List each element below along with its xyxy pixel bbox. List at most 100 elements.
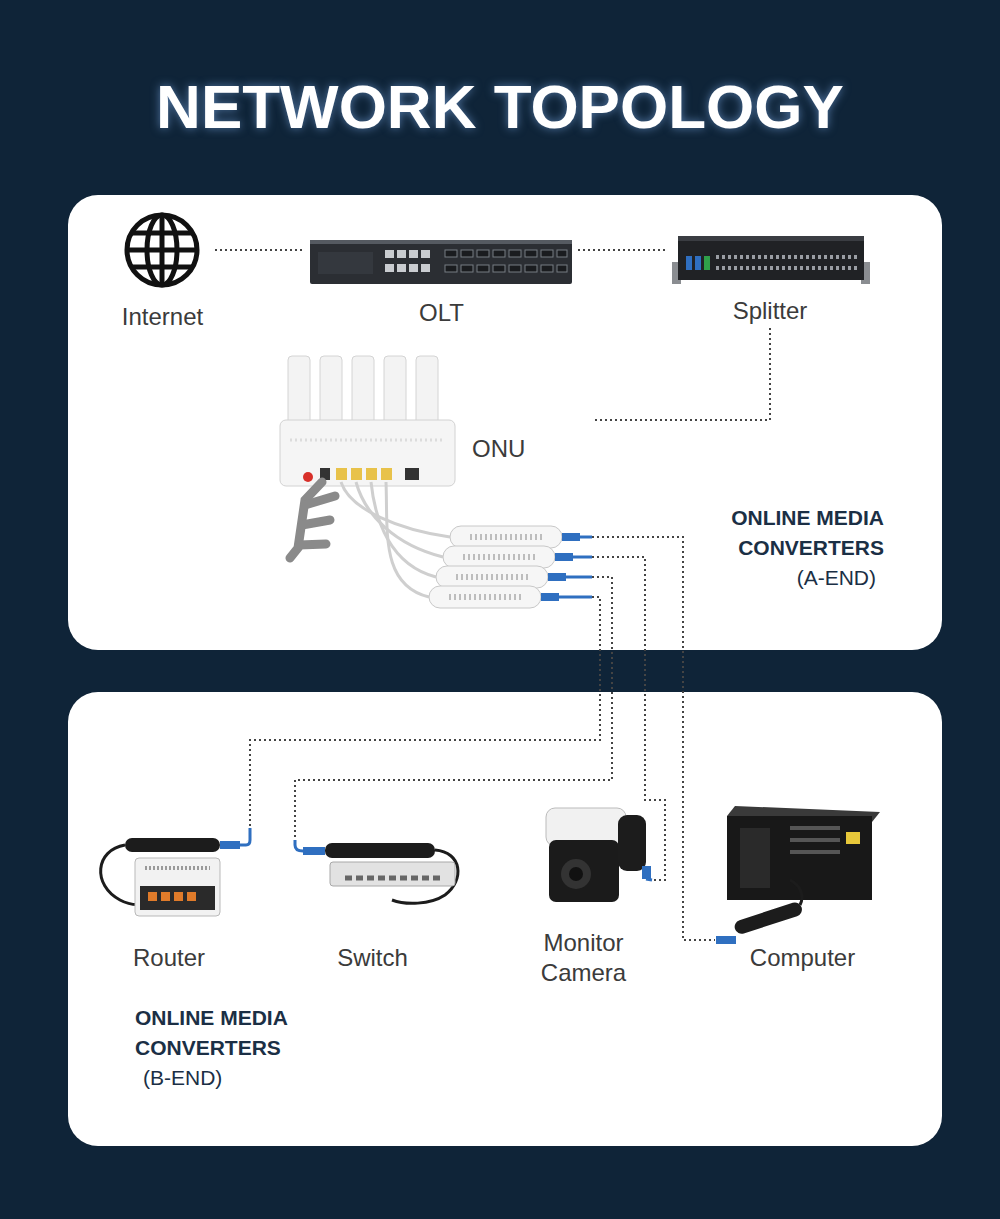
computer-device-part: [727, 816, 872, 900]
device-label: Splitter: [733, 296, 808, 326]
fiber-link: [592, 557, 665, 880]
globe-icon-part: [147, 215, 177, 285]
computer-device-part: [733, 901, 804, 936]
globe-icon-part: [127, 248, 197, 253]
olt-chassis-part-part: [541, 250, 553, 257]
media-converter-a: [429, 526, 592, 608]
computer-device-part: [790, 880, 802, 905]
olt-chassis-part-part: [385, 250, 394, 258]
fiber-link: [592, 537, 715, 940]
computer-device-part: [727, 806, 880, 822]
router-device: [101, 828, 250, 916]
olt-chassis-part-part: [409, 264, 418, 272]
olt-chassis-part: [310, 240, 572, 284]
olt-chassis-part-part: [445, 265, 457, 272]
device-label: ONU: [472, 434, 525, 464]
olt-chassis-part-part: [397, 250, 406, 258]
patch-cable-part: [386, 482, 429, 597]
power-cable-part: [290, 482, 322, 558]
router-device-part: [220, 841, 240, 849]
router-device-part: [148, 892, 157, 901]
group-heading: ONLINE MEDIA CONVERTERS: [690, 503, 884, 563]
computer-device-part: [790, 850, 840, 854]
media-converter-a-part: [436, 566, 548, 588]
power-cable: [290, 482, 335, 558]
device-node: Splitter: [668, 228, 872, 328]
olt-chassis-part-part: [541, 265, 553, 272]
patch-cable-part: [356, 482, 443, 557]
splitter-rack-part: [678, 236, 864, 280]
splitter-rack-part: [861, 262, 870, 284]
olt-chassis-part-part: [421, 264, 430, 272]
power-cable-part: [299, 544, 326, 545]
patch-cable: [341, 482, 450, 597]
computer-device-part: [846, 832, 860, 844]
splitter-rack-part: [704, 256, 710, 270]
onu-router-part: [320, 468, 330, 480]
router-device-part: [187, 892, 196, 901]
olt-chassis-part: [310, 240, 572, 244]
panel-caption: ONLINE MEDIA CONVERTERS(B-END): [135, 1003, 335, 1093]
onu-router-part: [290, 439, 445, 442]
olt-chassis-part-part: [509, 265, 521, 272]
camera-device-part: [618, 815, 646, 871]
switch-device-part: [295, 840, 303, 851]
router-device-part: [240, 828, 250, 845]
globe-icon-part: [127, 215, 197, 285]
olt-chassis-part-part: [461, 265, 473, 272]
olt-chassis-part-part: [493, 250, 505, 257]
olt-chassis-part-part: [557, 265, 567, 272]
olt-chassis-part-part: [525, 265, 537, 272]
device-node: Switch: [290, 840, 455, 975]
splitter-rack-part: [695, 256, 701, 270]
olt-chassis-part-part: [421, 250, 430, 258]
olt-chassis-part-part: [525, 250, 537, 257]
fiber-link: [215, 249, 305, 251]
switch-device-part: [325, 843, 435, 858]
fiber-link: [295, 577, 612, 840]
switch-device-part: [330, 862, 455, 886]
device-node: Monitor Camera: [515, 805, 652, 990]
media-converter-a-part: [573, 556, 592, 559]
camera-device-part: [642, 866, 651, 879]
olt-chassis-part-part: [509, 250, 521, 257]
splitter-rack-part: [686, 256, 692, 270]
router-device-part: [174, 892, 183, 901]
group-heading: ONLINE MEDIA CONVERTERS: [135, 1003, 335, 1063]
media-converter-a-part: [456, 574, 531, 580]
onu-router-part: [366, 468, 377, 480]
router-device-part: [135, 858, 220, 916]
olt-chassis-part-part: [477, 265, 489, 272]
device-label: Switch: [337, 943, 408, 973]
device-node: Internet: [110, 208, 215, 334]
onu-router: [280, 356, 455, 486]
patch-cable-part: [371, 482, 436, 577]
olt-chassis-part-part: [397, 264, 406, 272]
fiber-link: [578, 249, 668, 251]
splitter-rack-part: [678, 236, 864, 241]
globe-icon-part: [132, 265, 192, 270]
converter-panel: ONLINE MEDIA CONVERTERS(B-END) RouterSwit…: [68, 692, 942, 1146]
device-label: Computer: [750, 943, 855, 973]
splitter-rack-part: [716, 255, 858, 259]
onu-router-part: [303, 472, 313, 482]
olt-chassis: [310, 240, 572, 284]
media-converter-a-part: [470, 534, 545, 540]
media-converter-a-part: [450, 526, 562, 548]
olt-chassis-part-part: [477, 250, 489, 257]
computer-device-part: [790, 826, 840, 830]
router-device-part: [140, 886, 215, 910]
camera-device-part: [569, 867, 583, 881]
camera-device-part: [546, 808, 626, 846]
router-device-part: [145, 866, 210, 870]
device-label: Internet: [122, 302, 203, 332]
panel-caption: ONLINE MEDIA CONVERTERS(A-END): [690, 503, 884, 593]
media-converter-a-part: [541, 593, 559, 601]
fiber-link: [250, 597, 600, 828]
olt-chassis-part-part: [557, 250, 567, 257]
device-node: Router: [84, 828, 254, 975]
onu-router-part: [352, 356, 374, 456]
globe-icon-part: [132, 231, 192, 236]
group-subheading: (B-END): [135, 1063, 335, 1093]
computer-device-part: [740, 828, 770, 888]
